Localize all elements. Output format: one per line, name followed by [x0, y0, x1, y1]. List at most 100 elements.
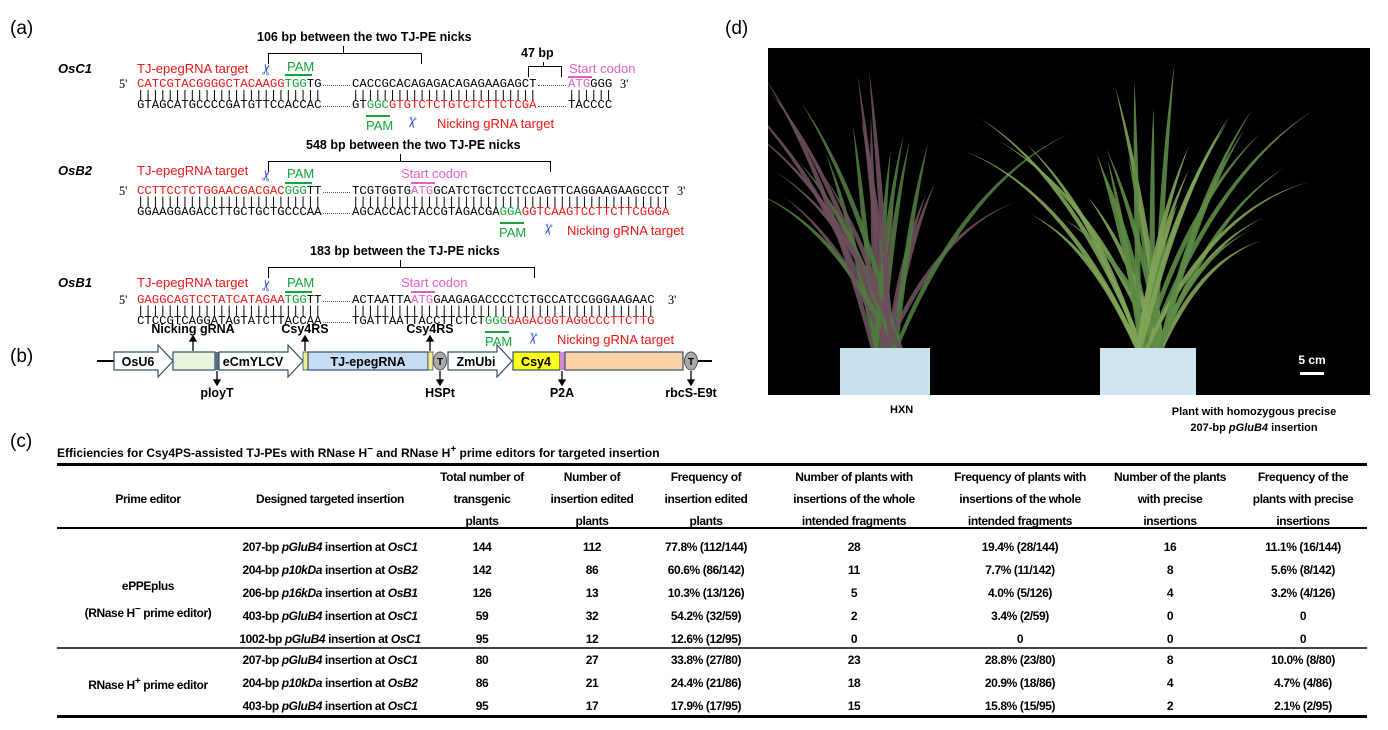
three-prime-label: 3'	[668, 293, 677, 307]
top-strand-block-1: CCTTCCTCTGGAACGACGACGGGTT	[137, 185, 322, 198]
nick-span-bracket	[268, 161, 551, 172]
pam-label: PAM	[366, 118, 394, 133]
table-cell: 11	[848, 563, 860, 577]
sequence-segment: ACTAATTA	[352, 293, 412, 307]
table-cell: 0	[1299, 632, 1307, 646]
table-cell: 21	[585, 676, 599, 690]
sequence-segment: TCGTGGTG	[352, 184, 412, 198]
leaf	[868, 69, 893, 350]
promoter: pGluB4	[281, 609, 323, 623]
text: prime editor)	[140, 606, 212, 620]
table-cell: 13	[585, 586, 599, 600]
osu6-label: OsU6	[122, 355, 155, 369]
bracket-tip	[543, 62, 544, 66]
gap-dots	[323, 301, 350, 302]
column-header: insertions of the whole	[793, 492, 915, 506]
table-cell: 15.8% (15/95)	[984, 699, 1056, 713]
promoter: pGluB4	[281, 540, 323, 554]
insertion-cell: 403-bp pGluB4 insertion at OsC1	[242, 699, 417, 713]
table-cell: 10.3% (13/126)	[667, 586, 745, 600]
csy4rs-site	[427, 351, 434, 371]
table-cell: 16	[1163, 540, 1177, 554]
sequence-segment: TT	[306, 184, 322, 198]
scissors-icon: ✂	[257, 167, 277, 184]
top-strand-block-2: CACCGCACAGAGACAGAGAAGAGCT	[352, 78, 536, 91]
column-header: transgenic	[453, 492, 511, 506]
scissors-icon: ✂	[401, 114, 421, 131]
leaf	[1135, 170, 1189, 350]
column-header: plants	[689, 514, 723, 528]
sequence-segment: GGG	[284, 184, 307, 198]
table-cell: 0	[850, 632, 858, 646]
table-cell: 142	[472, 563, 492, 577]
column-header: insertions	[1276, 514, 1330, 528]
pam-underline	[485, 331, 509, 333]
table-cell: 2	[1166, 699, 1174, 713]
table-cell: 28	[847, 540, 861, 554]
insert-size: 207-bp	[242, 653, 279, 667]
pam-underline	[285, 74, 312, 76]
superscript: −	[134, 604, 141, 615]
insert-mid: insertion at	[324, 699, 385, 713]
scissors-icon: ✂	[537, 221, 557, 238]
table-cell: 144	[472, 540, 492, 554]
insertion-cell: 1002-bp pGluB4 insertion at OsC1	[239, 632, 421, 646]
base-pair-bars: ||||||	[568, 88, 613, 102]
start-codon-label: Start codon	[401, 166, 468, 181]
insertion-cell: 207-bp pGluB4 insertion at OsC1	[242, 653, 417, 667]
insert-size: 206-bp	[242, 586, 279, 600]
insert-mid: insertion at	[324, 653, 385, 667]
table-cell: 18	[847, 676, 861, 690]
pam-underline	[285, 291, 312, 293]
insert-mid: insertion at	[328, 632, 388, 646]
insert-mid: insertion at	[324, 563, 385, 577]
csy4rs-label: Csy4RS	[281, 322, 328, 336]
sequence-segment: ATG	[411, 293, 434, 307]
table-cell: 77.8% (112/144)	[664, 540, 748, 554]
table-cell: 3.4% (2/59)	[991, 609, 1049, 623]
table-cell: 19.4% (28/144)	[981, 540, 1059, 554]
superscript: +	[134, 676, 141, 687]
table-cell: 8	[1166, 563, 1174, 577]
sequence-segment: CACCGCACAGAGACAGAGAAGAGCT	[352, 77, 537, 91]
distance-bracket	[528, 66, 562, 77]
pam-underline	[285, 182, 312, 184]
table-cell: 24.4% (21/86)	[670, 676, 742, 690]
top-strand-block-1: GAGGCAGTCCTATCATAGAATGGTT	[137, 294, 322, 307]
table-cell: 23	[847, 653, 861, 667]
plant-photo: 5 cm	[734, 48, 1370, 395]
pam-underline	[366, 115, 390, 117]
promoter: pGluB4	[281, 653, 323, 667]
nicking-target-label: Nicking gRNA target	[567, 223, 685, 238]
table-cell: 10.0% (8/80)	[1271, 653, 1335, 667]
leaf	[1133, 80, 1142, 350]
caption-text: Efficiencies for Csy4PS-assisted TJ-PEs …	[57, 446, 368, 460]
table-cell: 0	[1299, 609, 1307, 623]
group-rnase-h-plus: RNase H+ prime editor	[88, 676, 208, 692]
top-strand-block-2: ACTAATTAATGGAAGAGACCCCTCTGCCATCCGGGAAGAA…	[352, 294, 655, 307]
column-header: Frequency of plants with	[954, 470, 1086, 484]
panel-label-c: (c)	[10, 431, 33, 452]
promoter: p10kDa	[281, 676, 323, 690]
gap-dots	[323, 85, 350, 86]
sequence-segment: TT	[306, 293, 322, 307]
gap-dots	[323, 106, 350, 107]
column-header: Number of	[563, 470, 621, 484]
locus: OsC1	[387, 540, 418, 554]
locus: OsC1	[387, 699, 418, 713]
gap-dots	[538, 106, 566, 107]
terminator-label: T	[437, 357, 443, 368]
annotation-arrows	[188, 334, 696, 387]
hspt-terminator	[433, 351, 447, 371]
bottom-strand-block-3: TACCCC	[568, 99, 612, 112]
table-cell: 59	[475, 609, 489, 623]
column-header: plants	[465, 514, 499, 528]
panel-label-b: (b)	[10, 346, 34, 367]
insert-size: 1002-bp	[239, 632, 282, 646]
insert-size: 403-bp	[242, 609, 279, 623]
table-cell: 8	[1166, 653, 1174, 667]
table-cell: 0	[1166, 609, 1174, 623]
start-codon-underline	[411, 291, 435, 293]
scale-bar	[1300, 372, 1324, 375]
promoter: p10kDa	[281, 563, 323, 577]
